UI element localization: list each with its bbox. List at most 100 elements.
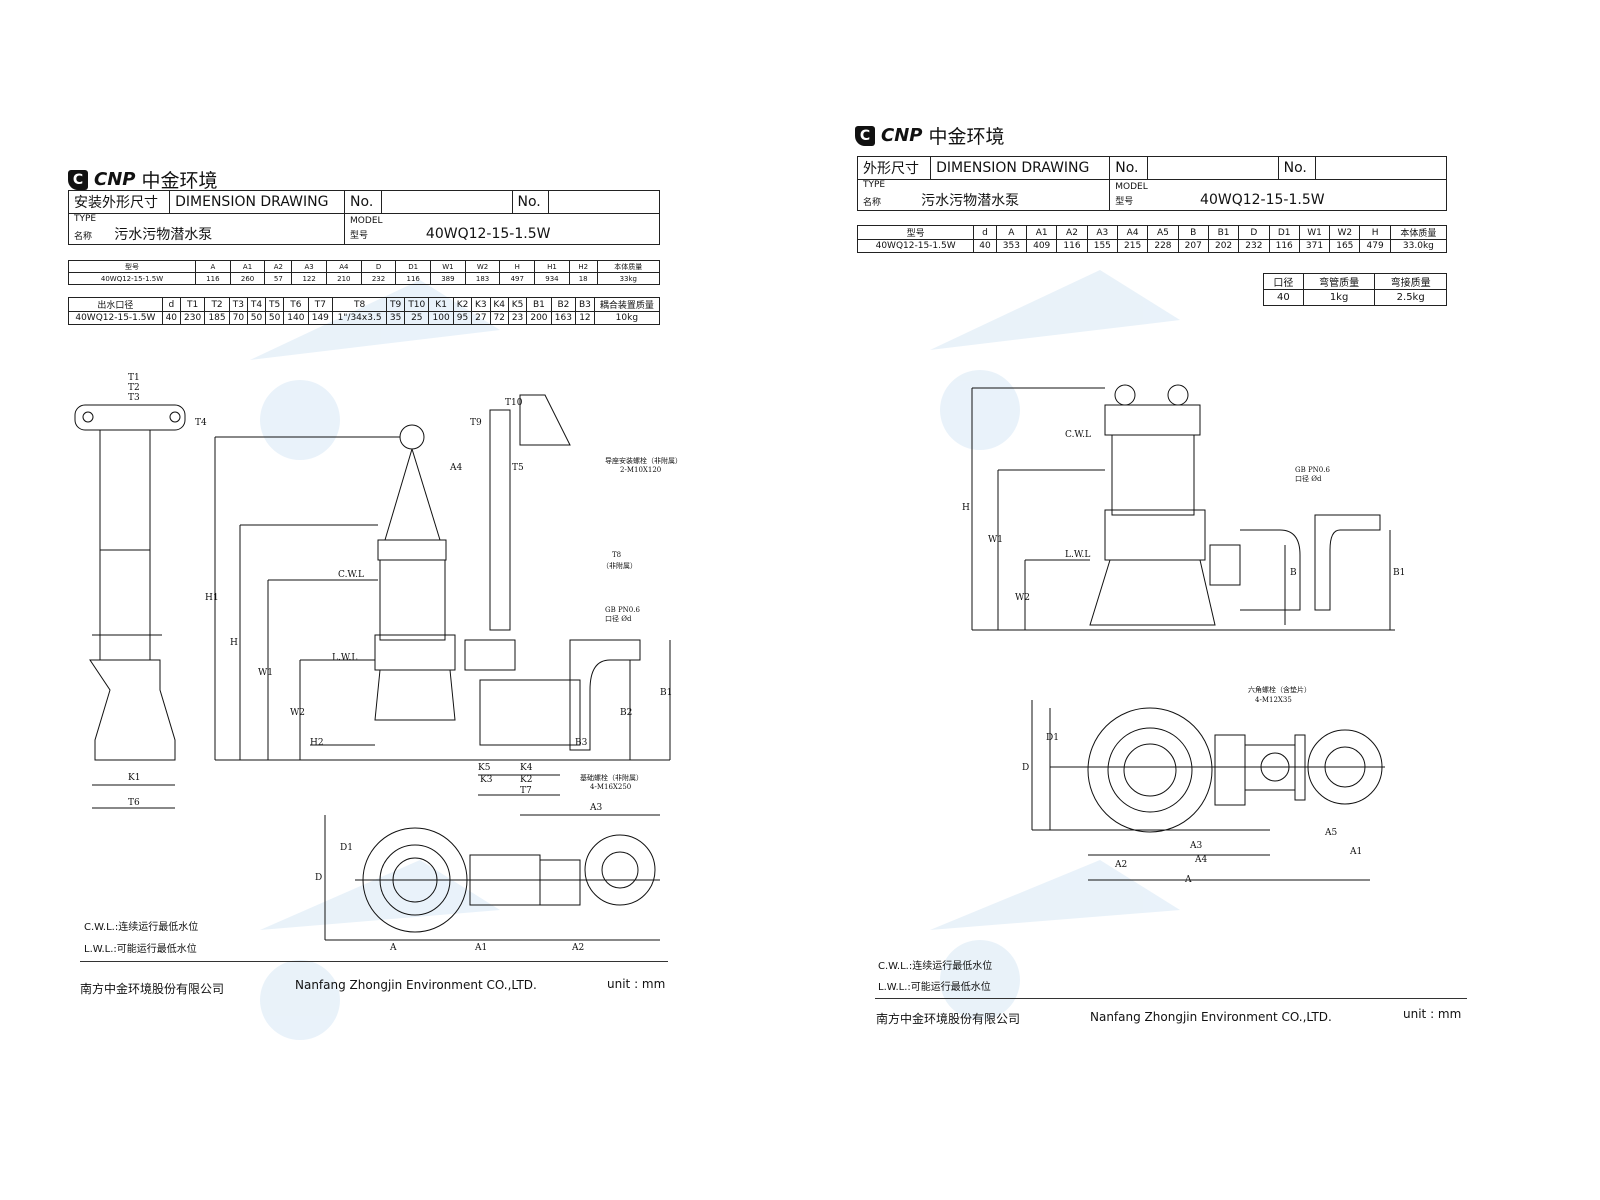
dim-h: H [230,638,238,648]
cwl-marker: C.W.L [1065,430,1091,440]
table-cell: 1kg [1302,289,1376,306]
base-bolt-note: 基础螺栓（非附属） [580,773,643,782]
table-cell: 207 [1177,239,1209,253]
table-header-cell: D1 [1268,225,1300,240]
table-header-cell: A3 [291,260,327,273]
dim-a2: A2 [1114,860,1127,870]
table-header-cell: d [973,225,997,240]
table-header-cell: A1 [229,260,266,273]
cwl-marker: C.W.L [338,570,364,580]
table-cell: 215 [1116,239,1149,253]
t8-note: （非附属） [602,561,637,570]
dim-d1: D1 [1046,733,1059,743]
table-header-cell: B1 [1207,225,1240,240]
dim-a5: A5 [1324,828,1337,838]
table-cell: 50 [246,311,267,325]
table-header-cell: W1 [1298,225,1331,240]
table-header-cell: A [995,225,1028,240]
table-cell: 371 [1298,239,1331,253]
dim-h2: H2 [310,738,324,748]
dim-a: A [1184,875,1192,885]
table-cell: 100 [428,311,454,325]
cwl-note: C.W.L.:连续运行最低水位 [878,961,993,972]
table-cell: 479 [1359,239,1391,253]
table-cell: 232 [1238,239,1270,253]
table-cell: 35 [386,311,406,325]
table-header-cell: D [1238,225,1270,240]
table-cell: 200 [526,311,552,325]
title-cn: 安装外形尺寸 [67,190,171,214]
dim-a: A [389,943,397,953]
lwl-note: L.W.L.:可能运行最低水位 [878,982,991,993]
table-header-cell: T7 [307,297,334,312]
dim-t4: T4 [195,418,207,428]
table-cell: 40 [161,311,181,325]
table-cell: 165 [1329,239,1361,253]
table-cell: 40 [973,239,997,253]
company-cn: 南方中金环境股份有限公司 [80,982,225,996]
table-header-cell: W1 [430,260,466,273]
right-logo: C CNP 中金环境 [855,122,1004,149]
table-header-cell: 口径 [1263,273,1304,290]
type-value: 污水污物潜水泵 [114,227,213,243]
type-cn: 名称 [863,198,882,208]
logo-brand: CNP [881,125,923,146]
table-header-cell: A1 [1026,225,1058,240]
cwl-note: C.W.L.:连续运行最低水位 [84,922,199,933]
table-cell: 228 [1147,239,1179,253]
table-header-cell: B3 [575,297,595,312]
table-header-cell: 弯管质量 [1302,273,1376,290]
type-label: TYPE [74,214,97,224]
table-cell: 70 [228,311,248,325]
table-cell: 230 [179,311,206,325]
table-cell: 116 [1056,239,1088,253]
dim-b: B [1290,568,1297,578]
company-cn: 南方中金环境股份有限公司 [876,1012,1021,1026]
dim-d: D [315,873,322,883]
table-header-cell: T2 [204,297,230,312]
dim-a1: A1 [474,943,487,953]
watermark-logo [250,270,1180,1040]
pump-plan-view [1031,700,1385,881]
model-label: MODEL [350,216,383,226]
table-cell: 116 [1268,239,1300,253]
table-header-cell: T5 [265,297,285,312]
lwl-marker: L.W.L [1065,550,1090,560]
table-header-cell: A2 [264,260,293,273]
table-header-cell: H1 [534,260,570,273]
table-cell: 116 [195,272,231,285]
type-label: TYPE [863,180,886,190]
dim-t3: T3 [128,393,140,403]
table-header-cell: T10 [404,297,430,312]
table-header-cell: A3 [1086,225,1118,240]
table-header-cell: T9 [386,297,406,312]
dim-a2: A2 [571,943,584,953]
table-cell: 40 [1263,289,1304,306]
table-header-cell: B2 [550,297,577,312]
dim-k4: K4 [520,763,533,773]
table-cell: 232 [360,272,397,285]
left-drawing: T1 T2 T3 T4 K1 T6 H1 H W1 W2 H2 A4 C.W.L… [74,373,682,953]
table-cell: 409 [1026,239,1058,253]
guide-rail-view [74,404,186,761]
logo-name: 中金环境 [928,126,1005,148]
dim-b1: B1 [1393,568,1405,578]
table-header-cell: A4 [1116,225,1149,240]
dim-t8: T8 [612,551,621,559]
type-value: 污水污物潜水泵 [921,193,1020,209]
table-header-cell: D1 [395,260,432,273]
bolt-note: 六角螺栓（含垫片） [1248,685,1311,694]
table-header-cell: T4 [246,297,267,312]
table-header-cell: B1 [526,297,552,312]
table-header-cell: K2 [452,297,473,312]
model-label: MODEL [1115,182,1148,192]
table-header-cell: T6 [283,297,309,312]
table-header-cell: T8 [332,297,388,312]
dim-t9: T9 [470,418,482,428]
bolt-spec: 4-M12X35 [1255,696,1292,704]
table-cell: 353 [995,239,1028,253]
cnp-logo-icon: C [68,169,88,190]
